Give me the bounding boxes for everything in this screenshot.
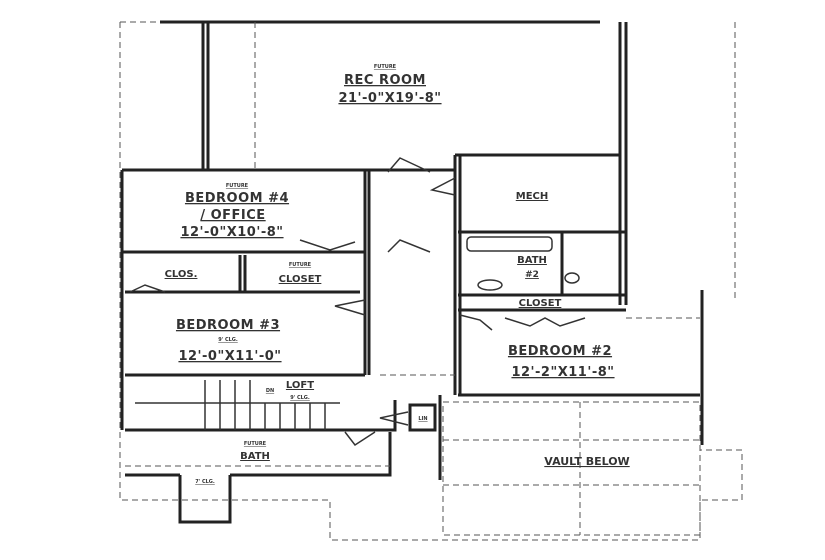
bedroom4-size: 12'-0"X10'-8" xyxy=(180,225,283,240)
linen-label: LIN xyxy=(418,416,427,422)
bedroom3-size: 12'-0"X11'-0" xyxy=(178,349,281,364)
loft-name: LOFT xyxy=(286,380,314,391)
clos-label: CLOS. xyxy=(165,269,198,280)
toilet xyxy=(564,272,580,284)
loft-walls xyxy=(125,373,442,480)
bath-label: BATH xyxy=(240,451,270,462)
closet-label: CLOSET xyxy=(519,298,562,309)
bath2-number: #2 xyxy=(525,270,539,280)
stair-dn-label: DN xyxy=(266,388,274,394)
rec-room-name: REC ROOM xyxy=(344,73,426,88)
bath2-name: BATH xyxy=(517,255,547,266)
closet-walls xyxy=(125,255,360,294)
bedroom4-name: BEDROOM #4 xyxy=(185,191,289,206)
hall-wall xyxy=(363,170,371,375)
bedroom3-name: BEDROOM #3 xyxy=(176,318,280,333)
stairs xyxy=(135,380,340,430)
bedroom2-walls xyxy=(458,290,704,445)
bath-walls xyxy=(458,230,626,312)
future-closet-note: FUTURE xyxy=(289,262,312,268)
bedroom3-ceiling: 9' CLG. xyxy=(218,337,238,343)
outer-boundary xyxy=(119,22,743,541)
vault-label: VAULT BELOW xyxy=(544,455,629,468)
bathtub xyxy=(466,236,553,252)
rec-room-left-wall xyxy=(201,22,210,170)
rec-room-size: 21'-0"X19'-8" xyxy=(338,91,441,106)
vault-outline xyxy=(442,401,701,536)
linen-closet xyxy=(408,403,437,432)
bedroom4-note: FUTURE xyxy=(226,183,249,189)
bedroom2-name: BEDROOM #2 xyxy=(508,344,612,359)
porch-ceiling: 7' CLG. xyxy=(195,479,215,485)
mech-label: MECH xyxy=(516,191,549,202)
bedroom4-walls xyxy=(120,168,455,430)
rec-room-right-wall xyxy=(618,22,628,305)
loft-ceiling: 9' CLG. xyxy=(290,395,310,401)
future-closet-label: CLOSET xyxy=(279,274,322,285)
bath-note: FUTURE xyxy=(244,441,267,447)
door-swings xyxy=(129,157,586,447)
porch-walls xyxy=(178,475,232,524)
bedroom2-size: 12'-2"X11'-8" xyxy=(511,365,614,380)
bath-walls-bottom xyxy=(125,432,392,477)
rec-room-note: FUTURE xyxy=(374,64,397,70)
bedroom4-name2: / OFFICE xyxy=(200,208,265,223)
sink xyxy=(477,279,503,291)
